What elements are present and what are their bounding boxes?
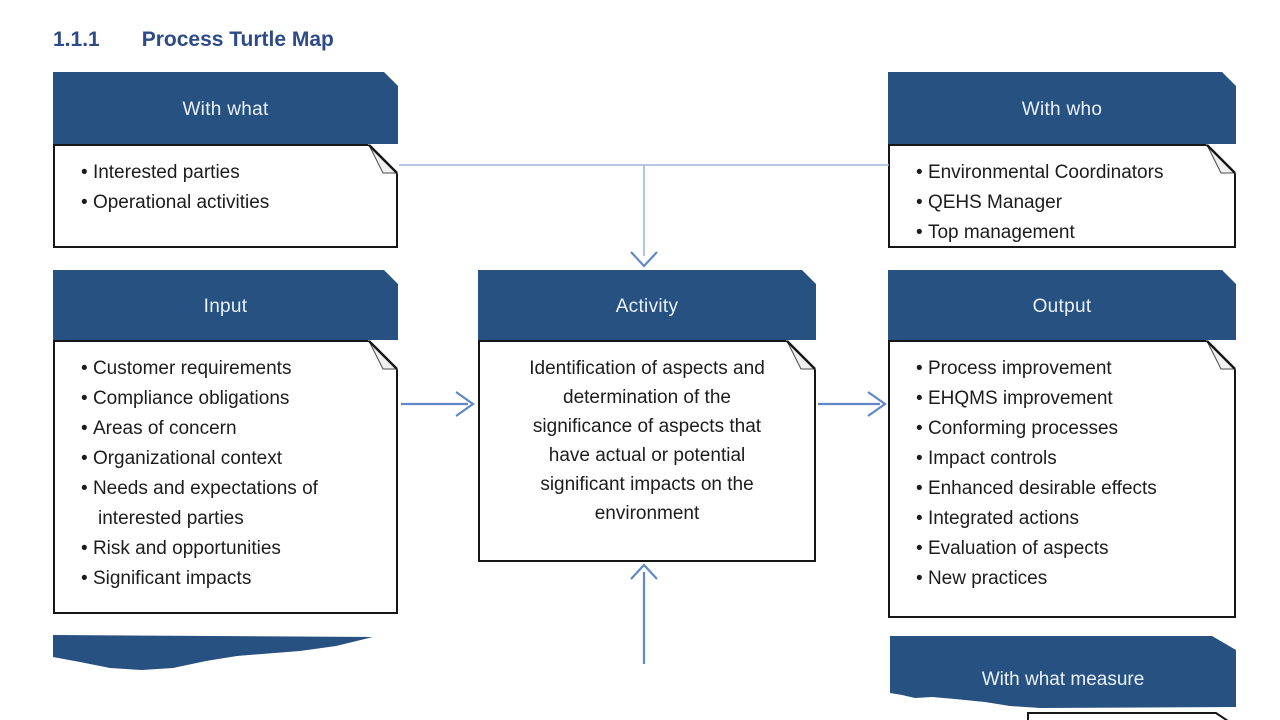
folded-corner-icon [786, 340, 816, 370]
text-line: significant impacts on the [540, 474, 754, 495]
list-item: Enhanced desirable effects [916, 474, 1226, 504]
output-body: Process improvementEHQMS improvementConf… [888, 340, 1236, 618]
section-number: 1.1.1 [53, 28, 100, 51]
up-arrow-icon [630, 563, 658, 580]
folded-corner-icon [368, 144, 398, 174]
torn-header-bottom-left [53, 635, 373, 670]
list-item: Process improvement [916, 354, 1226, 384]
list-item: EHQMS improvement [916, 384, 1226, 414]
title-text: Process Turtle Map [141, 28, 334, 51]
input-list: Customer requirementsCompliance obligati… [55, 342, 396, 594]
list-item: Needs and expectations of interested par… [81, 474, 388, 534]
list-item: Evaluation of aspects [916, 534, 1226, 564]
with-what-header: With what [53, 72, 398, 144]
list-item: Impact controls [916, 444, 1226, 474]
activity-body: Identification of aspects and determinati… [478, 340, 816, 562]
activity-header-label: Activity [615, 296, 679, 317]
with-what-list: Interested partiesOperational activities [55, 146, 396, 218]
list-item: QEHS Manager [916, 188, 1226, 218]
page-title: 1.1.1 Process Turtle Map [53, 28, 334, 52]
folded-corner-icon [1206, 144, 1236, 174]
input-header-label: Input [203, 296, 248, 317]
output-list: Process improvementEHQMS improvementConf… [890, 342, 1234, 594]
text-line: significance of aspects that [532, 416, 762, 437]
list-item: Environmental Coordinators [916, 158, 1226, 188]
with-what-body: Interested partiesOperational activities [53, 144, 398, 248]
input-body: Customer requirementsCompliance obligati… [53, 340, 398, 614]
text-line: determination of the [563, 387, 731, 408]
right-arrow-icon [867, 391, 887, 417]
text-line: Identification of aspects and [529, 358, 765, 379]
list-item: Operational activities [81, 188, 388, 218]
folded-corner-icon [368, 340, 398, 370]
list-item: Organizational context [81, 444, 388, 474]
activity-header: Activity [478, 270, 816, 340]
list-item: Risk and opportunities [81, 534, 388, 564]
with-what-measure-body [1027, 712, 1229, 720]
output-header-label: Output [1032, 296, 1092, 317]
with-who-header: With who [888, 72, 1236, 144]
text-line: environment [594, 503, 700, 524]
output-header: Output [888, 270, 1236, 340]
list-item: New practices [916, 564, 1226, 594]
with-who-body: Environmental CoordinatorsQEHS ManagerTo… [888, 144, 1236, 248]
input-header: Input [53, 270, 398, 340]
folded-corner-icon [1206, 340, 1236, 370]
list-item: Compliance obligations [81, 384, 388, 414]
with-what-header-label: With what [182, 99, 269, 120]
list-item: Interested parties [81, 158, 388, 188]
with-who-header-label: With who [1021, 99, 1103, 120]
right-arrow-icon [455, 391, 475, 417]
activity-description: Identification of aspects and determinati… [480, 342, 814, 528]
with-what-measure-header-label: With what measure [981, 669, 1145, 690]
list-item: Conforming processes [916, 414, 1226, 444]
down-arrow-icon [630, 251, 658, 268]
list-item: Areas of concern [81, 414, 388, 444]
text-line: have actual or potential [548, 445, 746, 466]
with-who-list: Environmental CoordinatorsQEHS ManagerTo… [890, 146, 1234, 248]
list-item: Significant impacts [81, 564, 388, 594]
list-item: Integrated actions [916, 504, 1226, 534]
list-item: Customer requirements [81, 354, 388, 384]
list-item: Top management [916, 218, 1226, 248]
